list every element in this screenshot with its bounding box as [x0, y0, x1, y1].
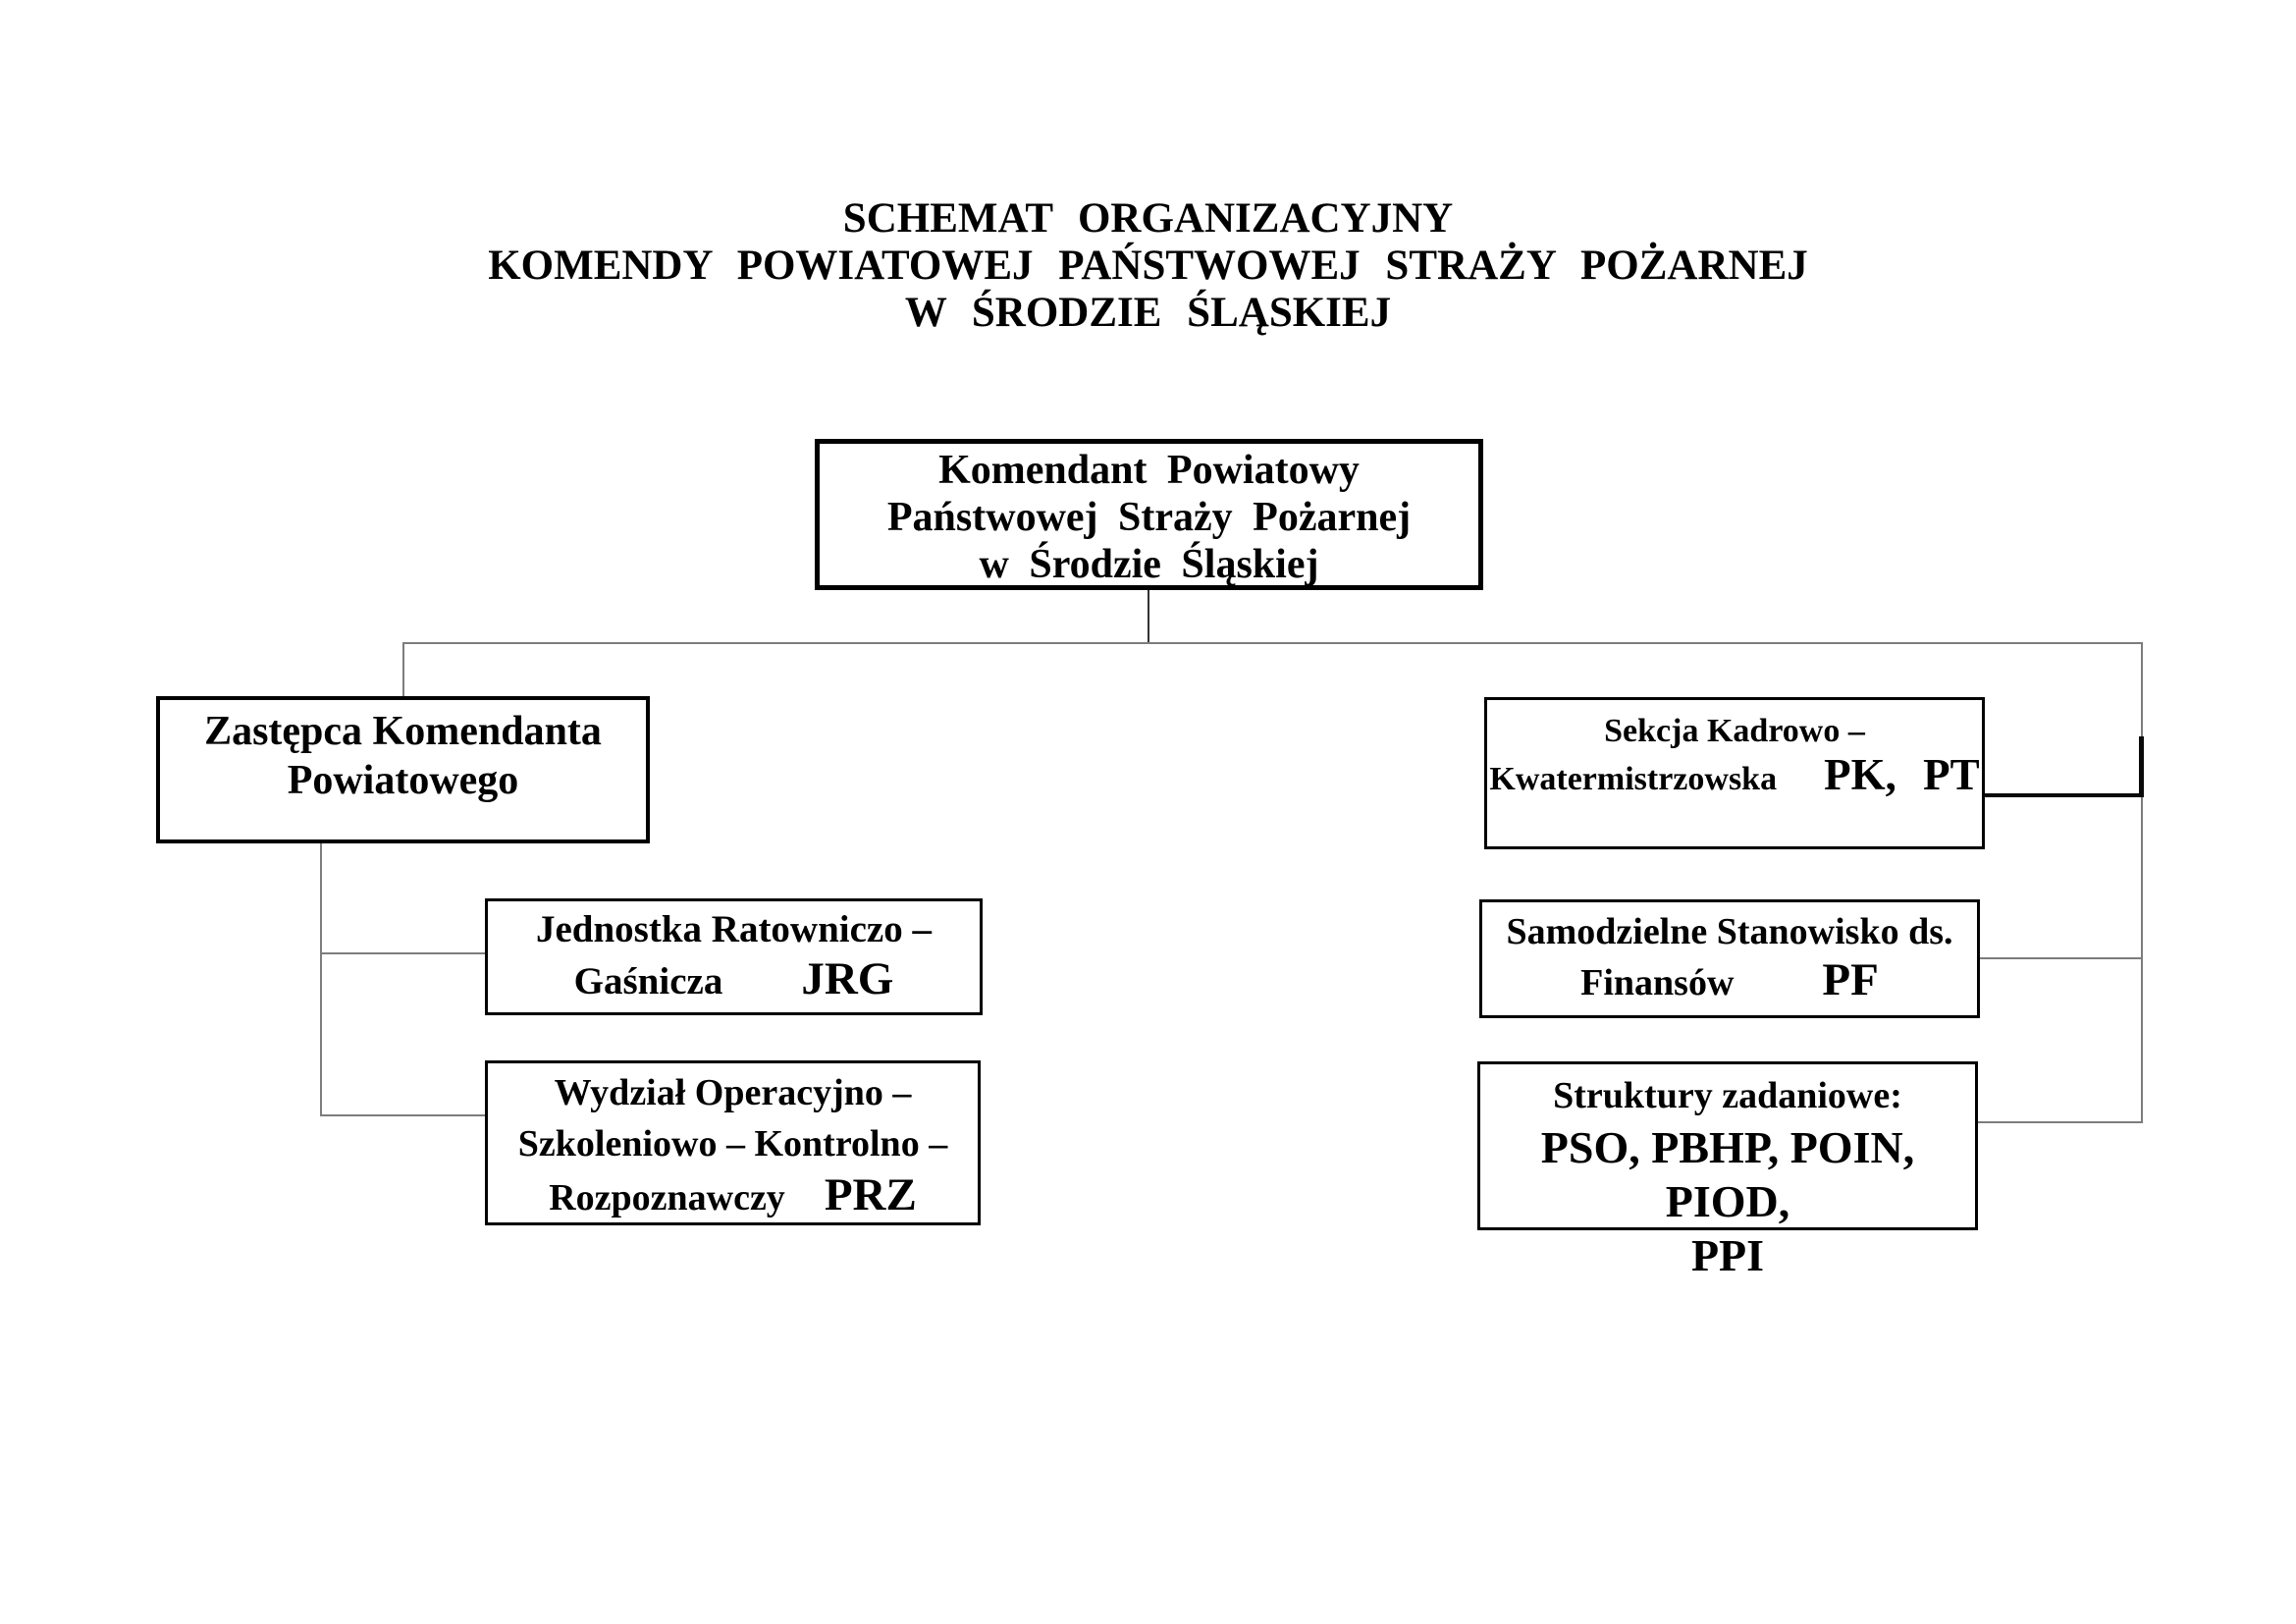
- jrg-label: Gaśnicza: [573, 960, 723, 1002]
- connector-jrg-stub: [320, 952, 487, 954]
- connector-right-trunk: [2141, 642, 2143, 1123]
- jrg-line-2: Gaśnicza JRG: [488, 954, 980, 1006]
- box-sekcja-kadrowo: Sekcja Kadrowo – Kwatermistrzowska PK, P…: [1484, 697, 1985, 849]
- sekcja-label: Kwatermistrzowska: [1489, 761, 1778, 797]
- komendant-line-3: w Środzie Śląskiej: [979, 542, 1319, 587]
- komendant-line-2: Państwowej Straży Pożarnej: [886, 495, 1412, 540]
- connector-zastepca-drop: [402, 642, 404, 697]
- box-zastepca: Zastępca Komendanta Powiatowego: [156, 696, 650, 843]
- connector-struktury-stub: [1976, 1121, 2143, 1123]
- sekcja-code: PK, PT: [1824, 750, 1980, 799]
- finanse-label: Finansów: [1580, 962, 1735, 1003]
- box-struktury-zadaniowe: Struktury zadaniowe: PSO, PBHP, POIN, PI…: [1477, 1061, 1978, 1280]
- connector-wydzial-stub: [320, 1114, 487, 1116]
- zastepca-line-1: Zastępca Komendanta: [204, 709, 602, 754]
- wydzial-code: PRZ: [824, 1169, 917, 1220]
- komendant-line-1: Komendant Powiatowy: [938, 448, 1360, 493]
- connector-main-horizontal: [402, 642, 2143, 644]
- wydzial-line-2: Szkoleniowo – Kontrolno –: [517, 1123, 948, 1164]
- wydzial-line-3: Rozpoznawczy PRZ: [488, 1169, 978, 1223]
- finanse-code: PF: [1822, 954, 1879, 1005]
- title-line-1: SCHEMAT ORGANIZACYJNY: [842, 195, 1454, 242]
- jrg-code: JRG: [801, 953, 894, 1004]
- connector-sekcja-stub: [1983, 793, 2143, 797]
- wydzial-line-1: Wydział Operacyjno –: [554, 1072, 912, 1113]
- connector-komendant-drop: [1148, 590, 1149, 643]
- struktury-line-3: PPI: [1690, 1230, 1765, 1280]
- sekcja-line-2: Kwatermistrzowska PK, PT: [1487, 753, 1982, 801]
- struktury-line-1: Struktury zadaniowe:: [1553, 1075, 1902, 1116]
- finanse-line-2: Finansów PF: [1482, 956, 1977, 1007]
- title-line-2: KOMENDY POWIATOWEJ PAŃSTWOWEJ STRAŻY POŻ…: [488, 243, 1808, 289]
- box-wydzial-operacyjny: Wydział Operacyjno – Szkoleniowo – Kontr…: [485, 1060, 981, 1225]
- sekcja-line-1: Sekcja Kadrowo –: [1604, 713, 1865, 749]
- jrg-line-1: Jednostka Ratowniczo –: [535, 908, 932, 950]
- box-jrg: Jednostka Ratowniczo – Gaśnicza JRG: [485, 898, 983, 1015]
- connector-left-trunk: [320, 843, 322, 1116]
- wydzial-label: Rozpoznawczy: [549, 1177, 785, 1218]
- connector-finanse-stub: [1978, 957, 2143, 959]
- finanse-line-1: Samodzielne Stanowisko ds.: [1506, 911, 1953, 952]
- box-finanse: Samodzielne Stanowisko ds. Finansów PF: [1479, 899, 1980, 1018]
- zastepca-line-2: Powiatowego: [287, 758, 519, 803]
- struktury-line-2: PSO, PBHP, POIN, PIOD,: [1540, 1122, 1915, 1226]
- title-line-3: W ŚRODZIE ŚLĄSKIEJ: [904, 290, 1392, 336]
- box-komendant: Komendant Powiatowy Państwowej Straży Po…: [815, 439, 1483, 590]
- connector-right-trunk-dark-segment: [2139, 736, 2144, 797]
- page-title: SCHEMAT ORGANIZACYJNY KOMENDY POWIATOWEJ…: [0, 195, 2296, 337]
